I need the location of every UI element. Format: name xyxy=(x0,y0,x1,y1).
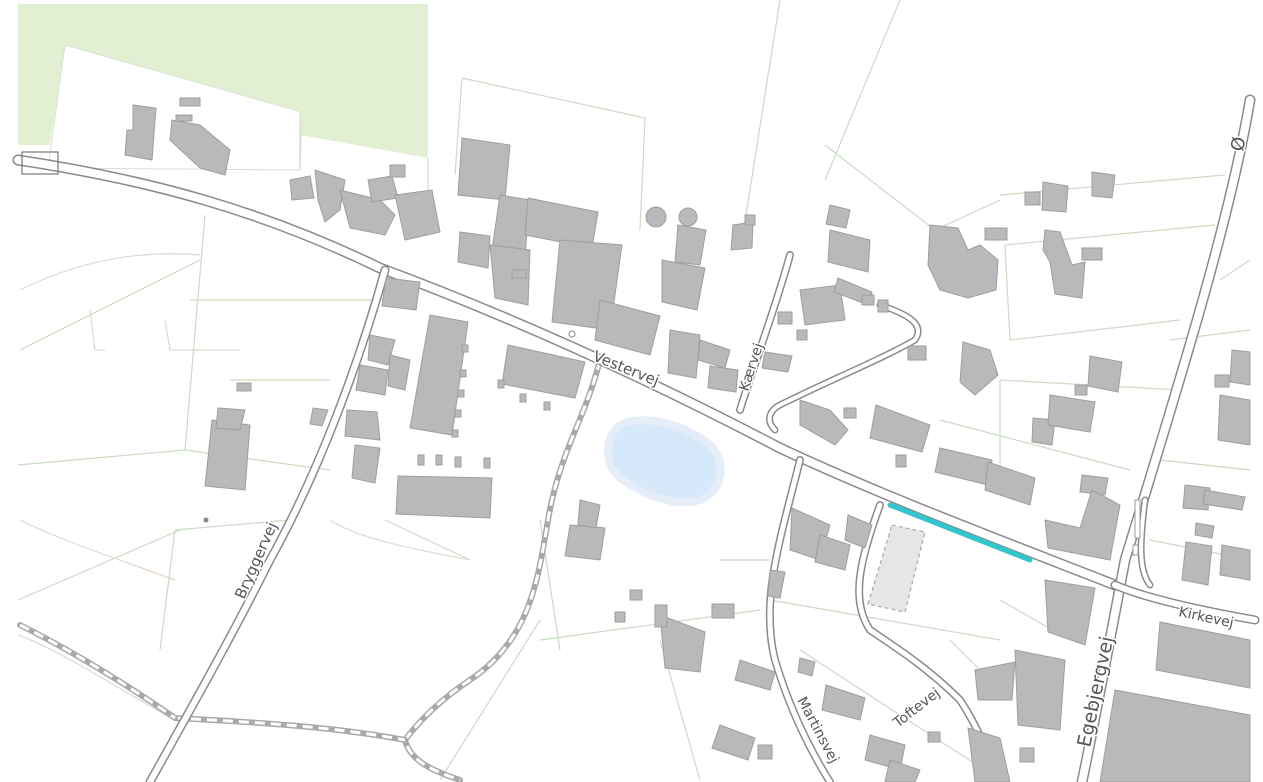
footpaths xyxy=(17,357,603,782)
road-label-vestervej: Vestervej xyxy=(591,347,662,390)
road-barrier-mark xyxy=(21,151,59,175)
silo xyxy=(645,206,667,228)
point-marker xyxy=(568,330,576,338)
road-label-toftevej: Toftevej xyxy=(890,685,943,732)
planned-building xyxy=(867,524,926,613)
road-label-edge-fragment: Ø xyxy=(1227,135,1250,153)
silo xyxy=(678,207,698,227)
cyan-highlighted-road-segment[interactable] xyxy=(887,502,1033,563)
minor-tracks xyxy=(17,253,471,721)
crosswalk-mark xyxy=(1134,499,1141,539)
road-network xyxy=(12,94,1260,782)
green-field-area xyxy=(18,4,428,158)
pond xyxy=(604,416,725,507)
point-marker xyxy=(203,517,209,523)
buildings xyxy=(124,97,1251,782)
crosswalk-mark xyxy=(1132,544,1139,556)
